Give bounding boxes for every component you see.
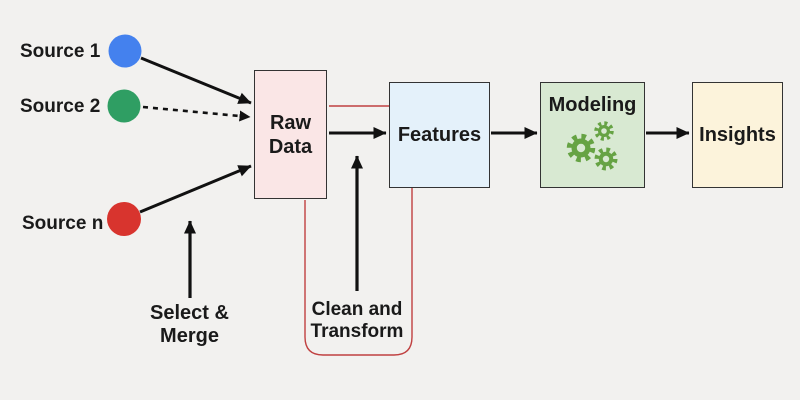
features-label: Features [397,124,482,146]
source1-label: Source 1 [20,41,101,62]
raw-data-label: Raw Data [268,111,313,158]
insights-label: Insights [699,124,776,146]
gear-small [593,121,614,141]
insights-box: Insights [692,82,783,188]
modeling-label: Modeling [548,94,637,116]
clean-transform-label: Clean and Transform [302,299,412,343]
sourcen-arrow [139,164,252,214]
gear-large [566,133,595,163]
raw-data-box: Raw Data [254,70,327,199]
clean-transform-line2: Transform [310,321,404,342]
source1-dot [108,34,142,68]
select-merge-line2: Merge [160,325,219,347]
select-merge-label: Select & Merge [137,302,242,348]
sourcen-dot [107,202,141,236]
clean-transform-line1: Clean and [311,299,403,320]
sourcen-label: Source n [22,213,104,234]
source2-arrow-dashed [142,105,251,122]
select-merge-line1: Select & [150,302,229,324]
gears-icon [566,121,617,171]
source1-arrow [140,56,252,105]
source2-dot [107,89,141,123]
modeling-box: Modeling [540,82,645,188]
source2-label: Source 2 [20,96,101,117]
features-box: Features [389,82,490,188]
gear-medium [594,147,617,171]
